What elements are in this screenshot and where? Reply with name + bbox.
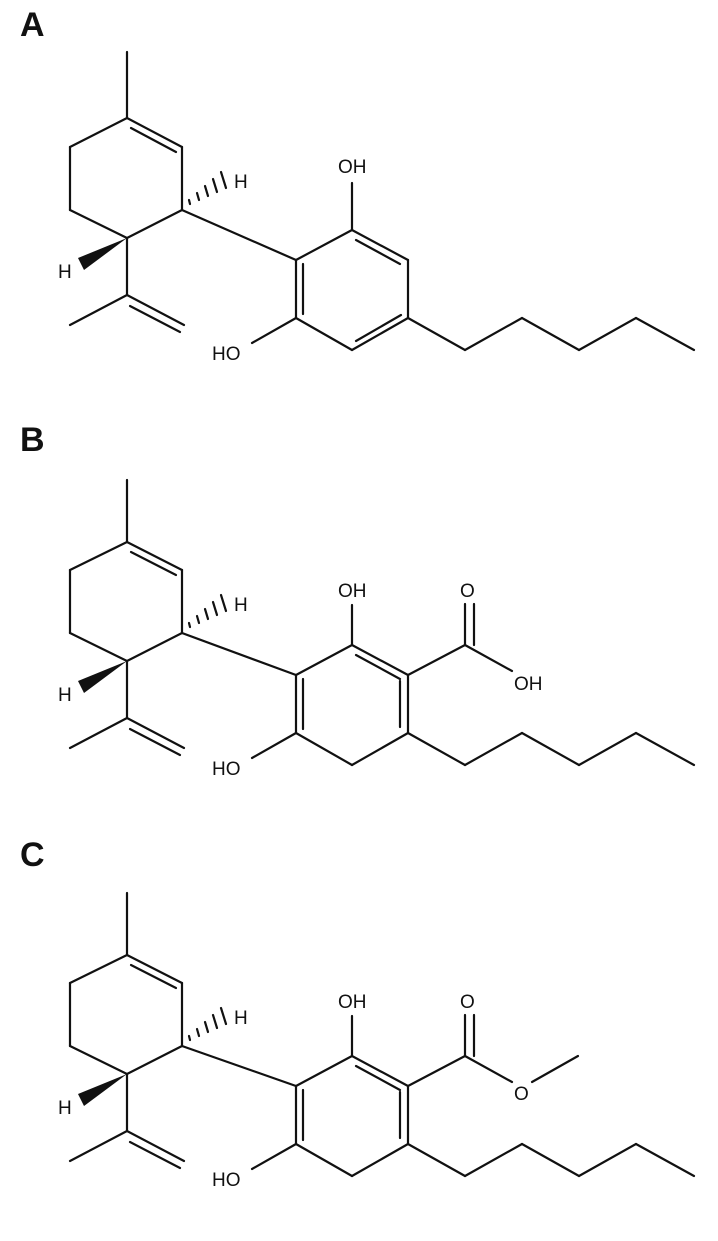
atom-h-hash: H — [234, 595, 248, 616]
hashed-bond — [187, 170, 228, 206]
atom-acid-oh: OH — [514, 674, 543, 695]
atom-carbonyl-o: O — [460, 992, 475, 1013]
ring-link-bond — [180, 208, 298, 262]
atom-carbonyl-o: O — [460, 581, 475, 602]
isopropenyl-group — [68, 1072, 186, 1170]
molecule-a: H H OH HO — [58, 50, 696, 365]
atom-oh-top: OH — [338, 992, 367, 1013]
molecule-c: H H OH HO — [58, 891, 696, 1191]
cyclohexene-ring — [68, 478, 184, 663]
structure-panel-c: C H H — [0, 830, 718, 1241]
wedge-bond — [78, 1074, 127, 1106]
atom-h-wedge: H — [58, 1098, 72, 1119]
panel-label-a: A — [20, 6, 45, 44]
pentyl-chain — [406, 1142, 696, 1178]
molecule-b: H H OH HO O — [58, 478, 696, 780]
cyclohexene-ring — [68, 891, 184, 1076]
atom-h-wedge: H — [58, 685, 72, 706]
panel-label-c: C — [20, 836, 45, 874]
hashed-bond — [187, 593, 228, 629]
atom-ester-o: O — [514, 1084, 529, 1105]
methyl-ester-group — [406, 1013, 580, 1088]
ring-link-bond — [180, 631, 298, 677]
ring-link-bond — [180, 1044, 298, 1088]
wedge-bond — [78, 661, 127, 693]
atom-h-hash: H — [234, 172, 248, 193]
hashed-bond — [187, 1006, 228, 1042]
oh-bond-bottom — [250, 731, 298, 760]
atom-oh-bottom: HO — [212, 344, 241, 365]
atom-h-wedge: H — [58, 262, 72, 283]
aromatic-ring — [294, 228, 410, 352]
pentyl-chain — [406, 316, 696, 352]
aromatic-ring — [294, 1054, 410, 1178]
atom-oh-bottom: HO — [212, 1170, 241, 1191]
carboxyl-group — [406, 602, 514, 677]
isopropenyl-group — [68, 236, 186, 334]
atom-oh-top: OH — [338, 157, 367, 178]
aromatic-ring — [294, 643, 410, 767]
structure-panel-a: A H H — [0, 0, 718, 415]
isopropenyl-group — [68, 659, 186, 757]
panel-label-b: B — [20, 421, 45, 459]
atom-oh-top: OH — [338, 581, 367, 602]
cyclohexene-ring — [68, 50, 184, 240]
pentyl-chain — [406, 731, 696, 767]
oh-bond-bottom — [250, 316, 298, 345]
atom-h-hash: H — [234, 1008, 248, 1029]
oh-bond-bottom — [250, 1142, 298, 1171]
wedge-bond — [78, 238, 127, 270]
structure-panel-b: B H H — [0, 415, 718, 830]
atom-oh-bottom: HO — [212, 759, 241, 780]
